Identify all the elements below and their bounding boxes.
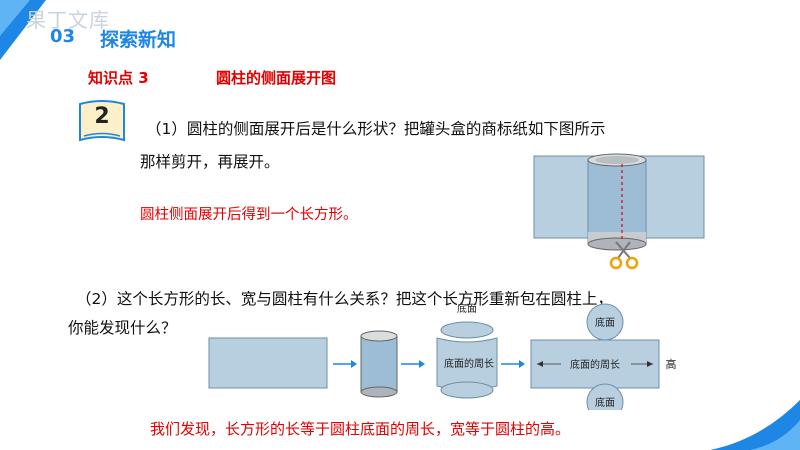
lateral-circumference-label: 底面的周长 — [444, 357, 494, 370]
question-2-line-1: （2）这个长方形的长、宽与圆柱有什么关系？把这个长方形重新包在圆柱上， — [76, 290, 613, 308]
question-1-line-1: （1）圆柱的侧面展开后是什么形状？把罐头盒的商标纸如下图所示 — [146, 120, 606, 138]
corner-decoration-top-left — [0, 0, 46, 60]
can-cut-illustration — [533, 153, 705, 270]
base-label-1: 底面 — [595, 316, 615, 329]
arrow-3-icon — [501, 360, 525, 368]
knowledge-point-title: 圆柱的侧面展开图 — [216, 69, 337, 87]
question-1-line-2: 那样剪开，再展开。 — [140, 153, 280, 171]
section-number: 03 — [50, 26, 76, 47]
question-2-line-2: 你能发现什么？ — [68, 319, 177, 337]
example-number: 2 — [94, 104, 110, 129]
knowledge-point-label: 知识点 3 — [88, 69, 149, 87]
base-label-2: 底面 — [595, 396, 615, 409]
question-2-answer: 我们发现，长方形的长等于圆柱底面的周长，宽等于圆柱的高。 — [150, 420, 571, 438]
scissors-icon — [609, 241, 639, 270]
wrap-diagram: 底面 底面的周长 底面 底面的周长 高 底面 — [208, 302, 677, 410]
arrow-1-icon — [333, 360, 357, 368]
section-title: 探索新知 — [100, 29, 177, 51]
arrow-2-icon — [401, 360, 425, 368]
circumference-label: 底面的周长 — [570, 358, 620, 371]
question-1-answer: 圆柱侧面展开后得到一个长方形。 — [140, 207, 358, 223]
base-label-top: 底面 — [457, 302, 477, 315]
watermark: 果丁文库 — [26, 8, 110, 32]
flat-rectangle — [208, 337, 328, 389]
corner-decoration-bottom-right — [710, 400, 800, 450]
net-diagram: 底面 底面的周长 高 底面 — [530, 303, 677, 410]
unrolled-cylinder: 底面 底面的周长 — [436, 302, 498, 399]
cylinder-can — [360, 330, 398, 398]
height-label: 高 — [666, 357, 677, 371]
example-badge: 2 — [78, 100, 126, 142]
book-icon — [79, 100, 125, 142]
